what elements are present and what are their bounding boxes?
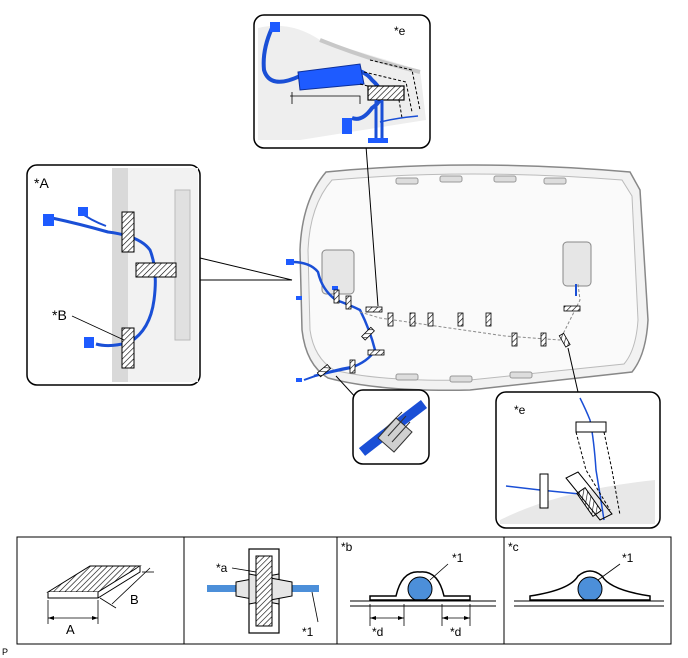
legend-cell-tape-wrap: *c *1 xyxy=(508,540,664,607)
callout-b: *B xyxy=(52,307,67,323)
inset-a: *A *B xyxy=(26,164,201,386)
connector-a2 xyxy=(78,207,88,216)
corner-b: *b xyxy=(341,540,353,554)
callout-right-e: *e xyxy=(514,403,526,417)
label-d-left: *d xyxy=(372,625,383,639)
callout-a: *A xyxy=(34,175,49,191)
inset-clamp-detail xyxy=(352,389,430,465)
clamp-a-upper xyxy=(121,211,135,253)
clamp-a-middle xyxy=(135,262,177,278)
label-1-cell3: *1 xyxy=(452,551,464,565)
corner-c: *c xyxy=(508,540,519,554)
legend-cell-clamp-on-wire: *a *1 xyxy=(207,548,319,639)
label-1-cell2: *1 xyxy=(302,625,314,639)
dim-a-label: A xyxy=(66,622,75,637)
legend-table: A B *a *1 * xyxy=(16,536,672,645)
connector-a3 xyxy=(84,337,94,348)
label-d-right: *d xyxy=(450,625,461,639)
label-a: *a xyxy=(216,561,228,575)
clamp-b xyxy=(121,327,135,369)
legend-cell-tape-dimensions: A B xyxy=(46,565,154,637)
roof-headliner xyxy=(299,164,649,391)
dim-b-label: B xyxy=(130,592,139,607)
connector-front-left xyxy=(286,259,294,265)
legend-cell-tape-over-wire: *b *1 *d *d xyxy=(341,540,496,639)
callout-top-e: *e xyxy=(394,24,406,38)
inset-right-e: *e xyxy=(495,391,661,529)
right-opening xyxy=(562,241,592,287)
roof-clamps xyxy=(316,289,581,378)
label-1-cell4: *1 xyxy=(622,551,634,565)
inset-top-e: *e xyxy=(253,14,431,149)
footer-code: P xyxy=(2,647,8,657)
connector-a1 xyxy=(43,214,54,226)
